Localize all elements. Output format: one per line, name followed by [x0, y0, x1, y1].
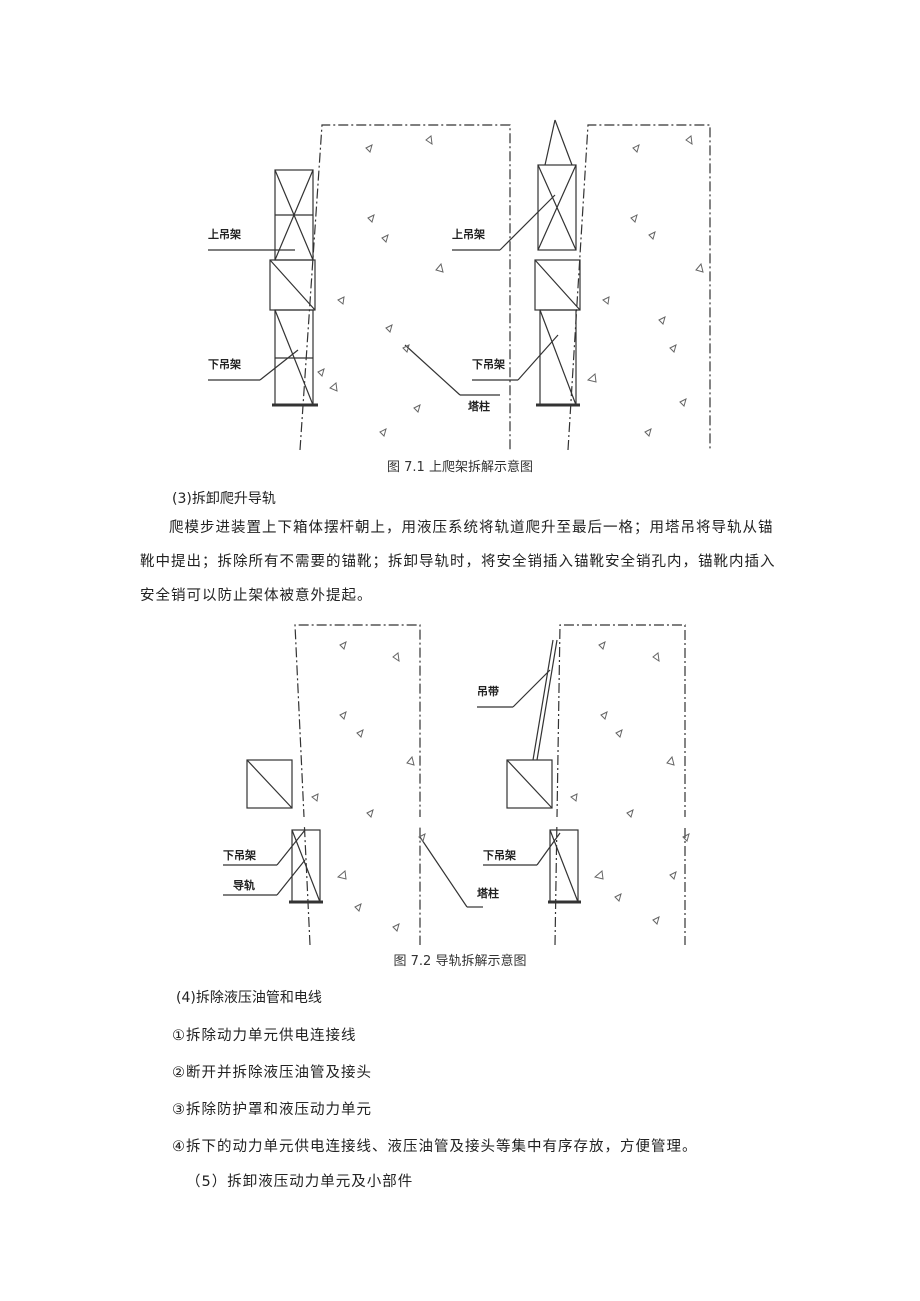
fig2-right-lower-label: 下吊架 [483, 848, 516, 862]
fig2-sling-label: 吊带 [477, 684, 499, 698]
figure-7-1: 上吊架 下吊架 上吊架 下吊架 塔柱 [208, 119, 711, 451]
section-4-item-2: ②断开并拆除液压油管及接头 [172, 1065, 372, 1081]
fig2-pylon-label: 塔柱 [477, 886, 499, 900]
fig1-left-upper-label: 上吊架 [208, 227, 241, 241]
section-3-paragraph: 爬模步进装置上下箱体摆杆朝上，用液压系统将轨道爬升至最后一格；用塔吊将导轨从锚靴… [140, 511, 780, 613]
section-3-paragraph-text: 爬模步进装置上下箱体摆杆朝上，用液压系统将轨道爬升至最后一格；用塔吊将导轨从锚靴… [140, 520, 776, 604]
section-4-item-4: ④拆下的动力单元供电连接线、液压油管及接头等集中有序存放，方便管理。 [172, 1139, 698, 1155]
section-4-item-1: ①拆除动力单元供电连接线 [172, 1028, 357, 1044]
section-5-heading: （5）拆卸液压动力单元及小部件 [186, 1174, 414, 1190]
fig1-pylon-label: 塔柱 [468, 399, 490, 413]
fig1-left-lower-label: 下吊架 [208, 357, 241, 371]
fig2-left-lower-label: 下吊架 [223, 848, 256, 862]
figure-7-2: 下吊架 导轨 吊带 下吊架 塔柱 [215, 624, 695, 946]
fig1-right-upper-label: 上吊架 [452, 227, 485, 241]
fig1-right-lower-label: 下吊架 [472, 357, 505, 371]
fig2-rail-label: 导轨 [233, 878, 255, 892]
section-4-heading: (4)拆除液压油管和电线 [176, 990, 322, 1006]
section-3-heading: (3)拆卸爬升导轨 [172, 491, 276, 507]
section-4-item-3: ③拆除防护罩和液压动力单元 [172, 1102, 372, 1118]
figure-7-2-caption: 图 7.2 导轨拆解示意图 [393, 954, 527, 969]
figure-7-1-caption: 图 7.1 上爬架拆解示意图 [387, 460, 533, 475]
